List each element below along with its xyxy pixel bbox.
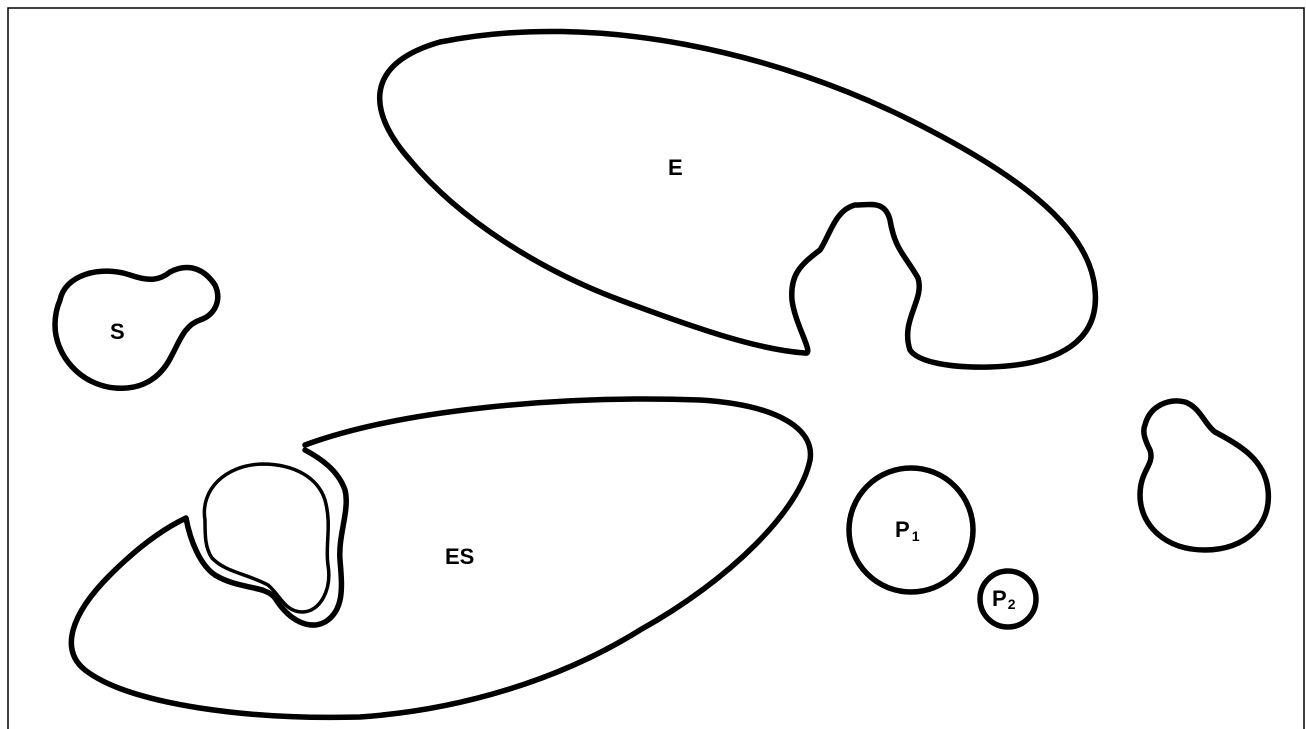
substrate-label: S: [110, 319, 125, 344]
enzyme-label: E: [668, 155, 683, 180]
product2-label: P2: [992, 586, 1016, 612]
enzyme-shape: [380, 31, 1096, 367]
substrate-shape: [55, 268, 218, 389]
product2-letter: P: [992, 586, 1007, 611]
right-substrate-shape: [1140, 401, 1268, 550]
es-complex-shape: [71, 399, 810, 717]
product1-letter: P: [895, 517, 910, 542]
product1-subscript: 1: [912, 528, 920, 544]
es-complex-label: ES: [445, 544, 474, 569]
product2-subscript: 2: [1008, 596, 1016, 612]
